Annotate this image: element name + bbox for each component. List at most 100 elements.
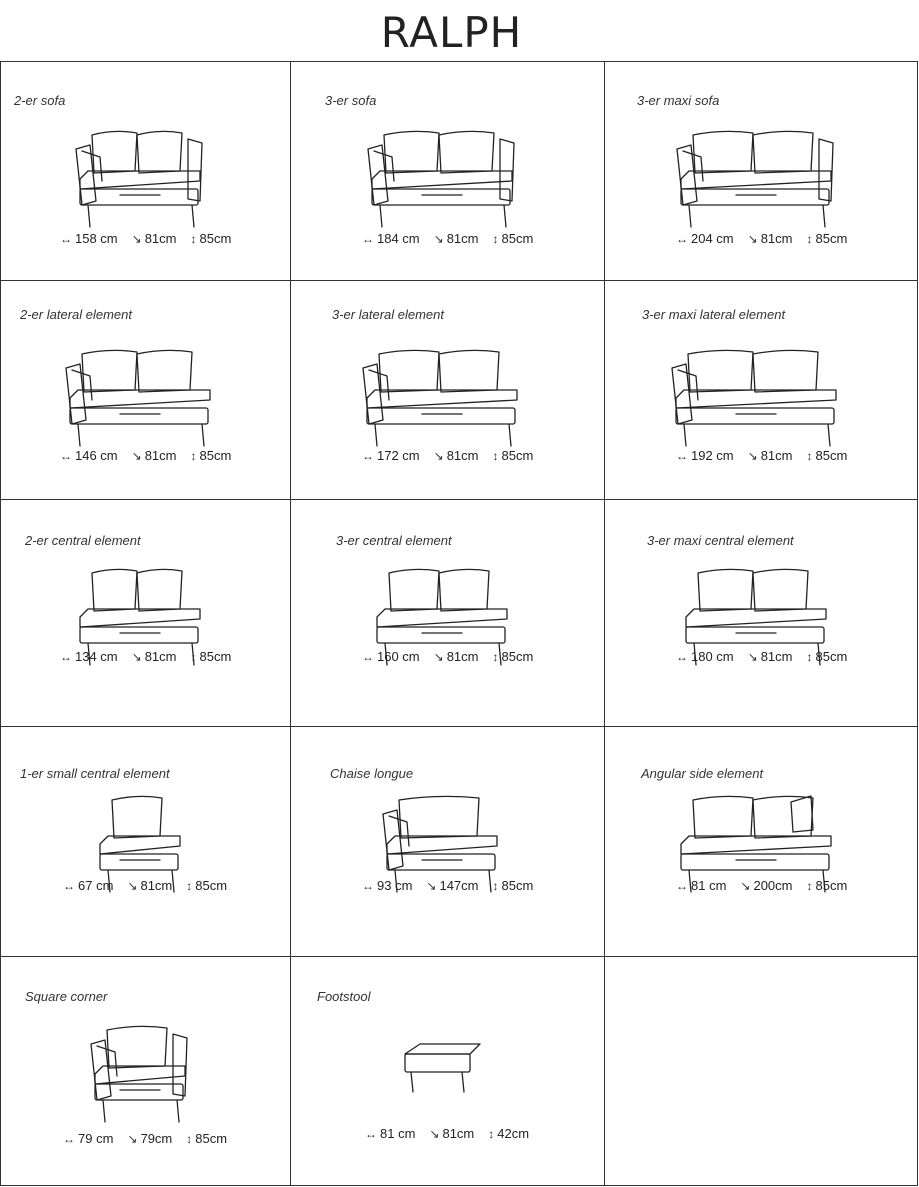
- page-title: RALPH: [380, 8, 523, 57]
- product-cell: 2-er central element↔134 cm↘81cm↕85cm: [0, 499, 290, 726]
- grid-divider: [290, 61, 291, 1186]
- width-value: 81 cm: [691, 878, 727, 893]
- height-dimension: ↕85cm: [191, 448, 232, 463]
- width-arrow-icon: ↔: [63, 1131, 75, 1146]
- depth-arrow-icon: ↘: [433, 231, 444, 246]
- height-dimension: ↕85cm: [191, 649, 232, 664]
- dimension-row: ↔158 cm↘81cm↕85cm: [60, 231, 231, 246]
- width-arrow-icon: ↔: [362, 649, 374, 664]
- height-dimension: ↕85cm: [493, 649, 534, 664]
- height-arrow-icon: ↕: [186, 878, 193, 893]
- height-value: 85cm: [501, 448, 534, 463]
- height-value: 85cm: [199, 649, 232, 664]
- dimension-row: ↔184 cm↘81cm↕85cm: [362, 231, 533, 246]
- width-value: 79 cm: [78, 1131, 114, 1146]
- depth-value: 147cm: [439, 878, 479, 893]
- width-value: 172 cm: [377, 448, 420, 463]
- width-arrow-icon: ↔: [362, 878, 374, 893]
- grid-divider: [604, 61, 605, 1186]
- depth-arrow-icon: ↘: [433, 649, 444, 664]
- height-value: 85cm: [815, 448, 848, 463]
- height-value: 85cm: [195, 1131, 228, 1146]
- depth-value: 81cm: [144, 448, 177, 463]
- width-value: 158 cm: [75, 231, 118, 246]
- depth-arrow-icon: ↘: [747, 649, 758, 664]
- height-arrow-icon: ↕: [806, 448, 813, 463]
- width-value: 134 cm: [75, 649, 118, 664]
- dimension-row: ↔146 cm↘81cm↕85cm: [60, 448, 231, 463]
- height-dimension: ↕85cm: [493, 878, 534, 893]
- width-value: 81 cm: [380, 1126, 416, 1141]
- depth-value: 81cm: [760, 231, 793, 246]
- height-arrow-icon: ↕: [492, 649, 499, 664]
- depth-value: 81cm: [760, 649, 793, 664]
- depth-arrow-icon: ↘: [131, 448, 142, 463]
- width-dimension: ↔160 cm: [362, 649, 420, 664]
- sofa-illustration: [90, 1025, 188, 1123]
- product-cell: 2-er lateral element↔146 cm↘81cm↕85cm: [0, 280, 290, 499]
- depth-value: 81cm: [144, 231, 177, 246]
- depth-value: 81cm: [144, 649, 177, 664]
- dimension-row: ↔79 cm↘79cm↕85cm: [63, 1131, 227, 1146]
- width-arrow-icon: ↔: [676, 231, 688, 246]
- height-dimension: ↕85cm: [807, 649, 848, 664]
- height-dimension: ↕42cm: [488, 1126, 529, 1141]
- product-label: 2-er sofa: [14, 93, 66, 108]
- height-dimension: ↕85cm: [186, 1131, 227, 1146]
- product-label: Square corner: [25, 989, 108, 1004]
- sofa-illustration: [680, 795, 832, 893]
- width-dimension: ↔81 cm: [365, 1126, 415, 1141]
- width-arrow-icon: ↔: [362, 231, 374, 246]
- product-cell: 3-er maxi lateral element ↔192 cm ↘81cm ↕85…: [604, 280, 918, 499]
- product-cell: 3-er lateral element↔172 cm↘81cm↕85cm: [290, 280, 604, 499]
- depth-value: 79cm: [140, 1131, 173, 1146]
- width-value: 67 cm: [78, 878, 114, 893]
- width-dimension: ↔184 cm: [362, 231, 420, 246]
- width-arrow-icon: ↔: [362, 448, 374, 463]
- product-label: Footstool: [317, 989, 371, 1004]
- grid-divider: [0, 726, 918, 727]
- product-label: 3-er maxi central element: [647, 533, 794, 548]
- grid-divider: [0, 956, 918, 957]
- width-arrow-icon: ↔: [676, 448, 688, 463]
- depth-dimension: ↘81cm: [127, 878, 172, 893]
- width-arrow-icon: ↔: [676, 878, 688, 893]
- depth-value: 81cm: [442, 1126, 475, 1141]
- sofa-illustration: [75, 130, 203, 228]
- dimension-row: ↔160 cm ↘81cm ↕85cm: [362, 649, 533, 664]
- width-dimension: ↔93 cm: [362, 878, 412, 893]
- height-value: 42cm: [497, 1126, 530, 1141]
- height-value: 85cm: [199, 448, 232, 463]
- sofa-illustration: [376, 568, 508, 666]
- depth-value: 81cm: [140, 878, 173, 893]
- product-cell: 3-er maxi sofa↔204 cm↘81cm↕85cm: [604, 61, 918, 280]
- depth-dimension: ↘81cm: [434, 448, 479, 463]
- width-value: 192 cm: [691, 448, 734, 463]
- dimension-row: ↔192 cm ↘81cm ↕85cm: [676, 448, 847, 463]
- height-arrow-icon: ↕: [492, 448, 499, 463]
- product-label: 3-er maxi lateral element: [642, 307, 786, 322]
- height-arrow-icon: ↕: [186, 1131, 193, 1146]
- dimension-row: ↔172 cm ↘81cm ↕85cm: [362, 448, 533, 463]
- depth-dimension: ↘81cm: [434, 649, 479, 664]
- height-dimension: ↕85cm: [191, 231, 232, 246]
- sofa-illustration: [99, 795, 181, 893]
- width-dimension: ↔192 cm: [676, 448, 734, 463]
- width-value: 204 cm: [691, 231, 734, 246]
- depth-value: 81cm: [446, 649, 479, 664]
- height-dimension: ↕85cm: [807, 448, 848, 463]
- sofa-illustration: [367, 130, 515, 228]
- height-dimension: ↕85cm: [186, 878, 227, 893]
- height-dimension: ↕85cm: [493, 231, 534, 246]
- height-arrow-icon: ↕: [190, 448, 197, 463]
- product-label: 1-er small central element: [20, 766, 170, 781]
- height-arrow-icon: ↕: [492, 231, 499, 246]
- dimension-row: ↔67 cm↘81cm↕85cm: [63, 878, 227, 893]
- grid-divider: [0, 280, 918, 281]
- depth-arrow-icon: ↘: [433, 448, 444, 463]
- width-value: 146 cm: [75, 448, 118, 463]
- height-arrow-icon: ↕: [190, 649, 197, 664]
- height-value: 85cm: [815, 878, 848, 893]
- depth-arrow-icon: ↘: [429, 1126, 440, 1141]
- depth-dimension: ↘81cm: [748, 448, 793, 463]
